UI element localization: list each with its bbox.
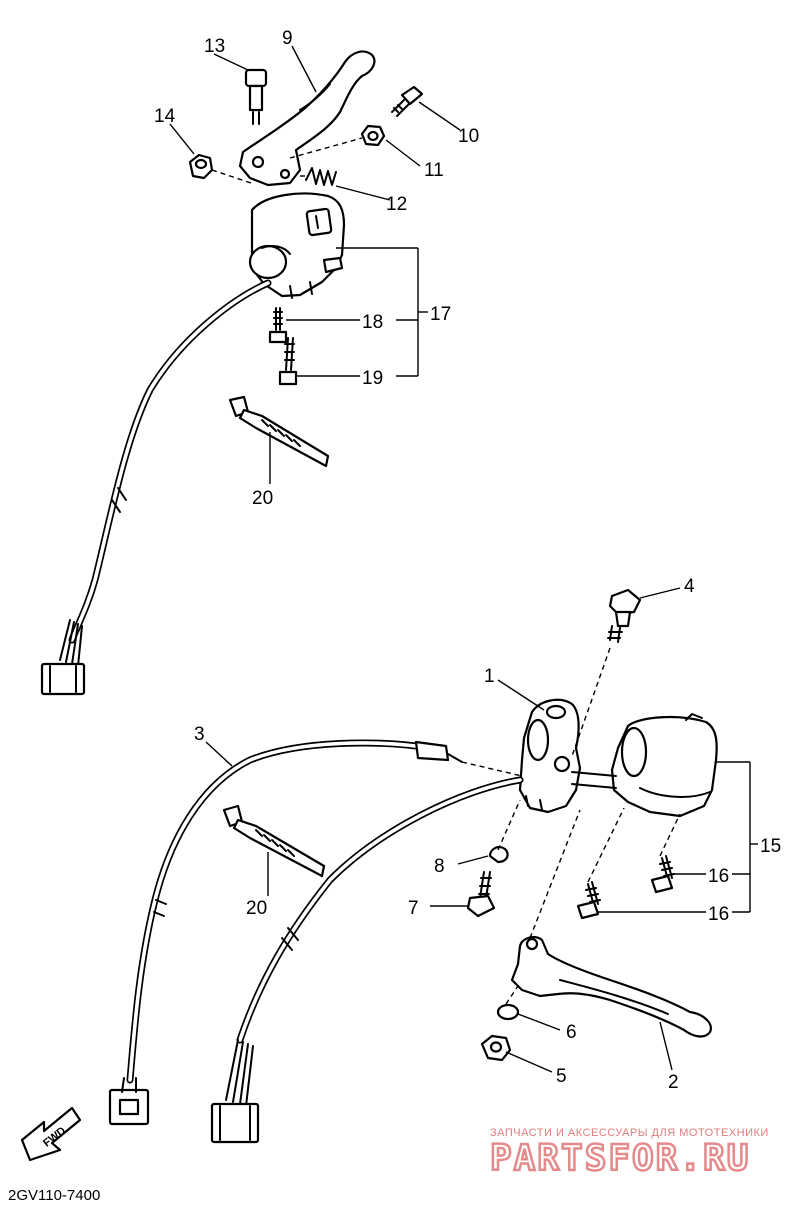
callout-4: 4 [684, 576, 695, 597]
callout-20-lower: 20 [246, 898, 267, 919]
switch-housing-15 [610, 713, 718, 818]
fwd-arrow: FWD [20, 1106, 82, 1162]
circlip-8 [488, 846, 509, 864]
lever-2 [510, 936, 712, 1038]
harness-upper [40, 279, 272, 696]
cable-tie-20-upper [228, 395, 330, 468]
screw-19 [278, 337, 298, 386]
callout-17: 17 [430, 304, 451, 325]
callout-13: 13 [204, 36, 225, 57]
callout-8: 8 [434, 856, 445, 877]
callout-16-a: 16 [708, 866, 729, 887]
nut-14 [188, 153, 214, 180]
cable-3 [108, 739, 463, 1126]
callout-labels: 13 9 14 10 11 12 17 18 19 20 4 1 3 15 16… [154, 28, 781, 1093]
callout-2: 2 [668, 1072, 679, 1093]
leaders-upper [169, 45, 461, 484]
callout-19: 19 [362, 368, 383, 389]
lever-bracket-1 [518, 698, 582, 814]
watermark-logo: PARTSFOR.RU [490, 1138, 750, 1179]
bolt-4 [607, 588, 642, 643]
callout-18: 18 [362, 312, 383, 333]
callout-1: 1 [484, 666, 495, 687]
nut-5 [480, 1034, 512, 1062]
screw-16-b [576, 881, 601, 920]
callout-15: 15 [760, 836, 781, 857]
callout-7: 7 [408, 898, 419, 919]
callout-12: 12 [386, 194, 407, 215]
pivot-bolt-13 [244, 68, 268, 125]
switch-housing-17 [248, 192, 346, 299]
washer-6 [496, 1003, 520, 1021]
harness-lower [210, 776, 524, 1144]
handlebar-stub [571, 771, 617, 789]
screw-10 [391, 85, 424, 117]
callout-9: 9 [282, 28, 293, 49]
nut-11 [360, 124, 386, 147]
screw-18 [268, 307, 288, 344]
callout-20-upper: 20 [252, 488, 273, 509]
bolt-7 [466, 871, 496, 918]
leaders-lower [205, 587, 758, 1073]
watermark-tagline: ЗАПЧАСТИ И АКСЕССУАРЫ ДЛЯ МОТОТЕХНИКИ [490, 1127, 769, 1139]
callout-11: 11 [424, 160, 444, 181]
callout-10: 10 [458, 126, 479, 147]
diagram-code: 2GV110-7400 [8, 1187, 100, 1204]
spring-12 [305, 167, 337, 186]
callout-14: 14 [154, 106, 176, 127]
callout-5: 5 [556, 1066, 567, 1087]
watermark: ЗАПЧАСТИ И АКСЕССУАРЫ ДЛЯ МОТОТЕХНИКИ PA… [489, 1127, 769, 1180]
lever-9 [238, 50, 376, 187]
cable-tie-20-lower [222, 804, 326, 878]
callout-6: 6 [566, 1022, 577, 1043]
callout-3: 3 [194, 724, 205, 745]
callout-16-b: 16 [708, 904, 729, 925]
screw-16-a [650, 855, 675, 894]
